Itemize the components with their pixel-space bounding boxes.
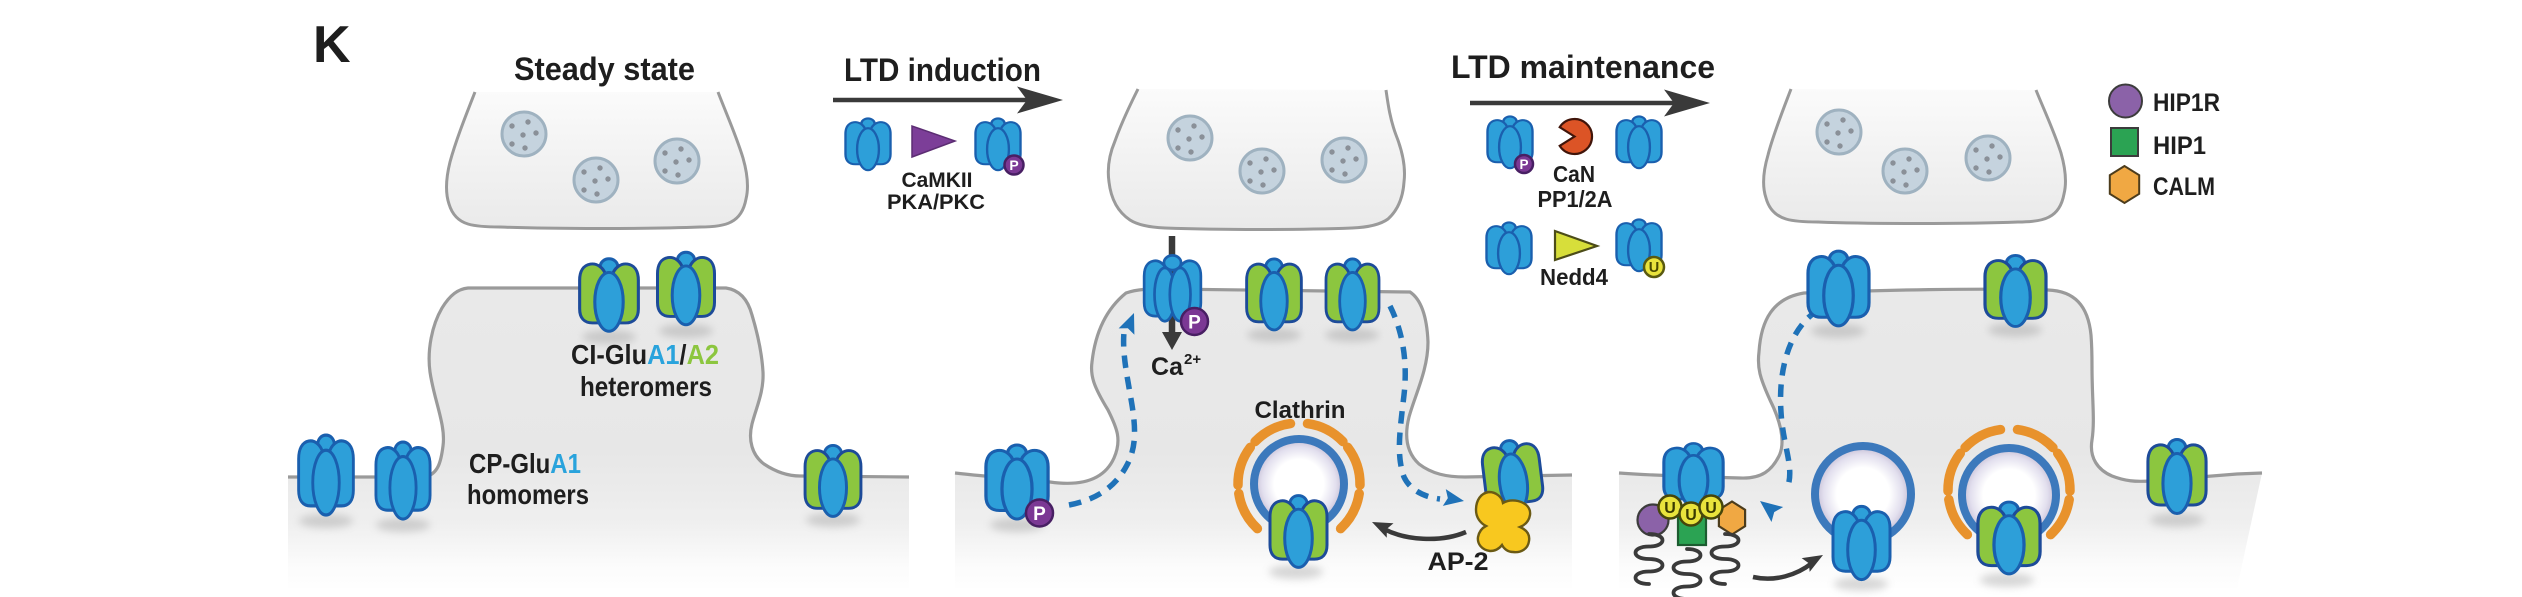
svg-text:LTD maintenance: LTD maintenance <box>1451 49 1715 85</box>
svg-text:CaN: CaN <box>1553 161 1595 187</box>
svg-text:LTD induction: LTD induction <box>844 52 1041 88</box>
svg-text:HIP1R: HIP1R <box>2153 89 2220 117</box>
svg-text:U: U <box>1664 500 1676 517</box>
svg-text:heteromers: heteromers <box>580 371 712 402</box>
svg-text:P: P <box>1188 312 1201 333</box>
svg-text:A1: A1 <box>647 339 679 370</box>
svg-text:P: P <box>1519 157 1528 172</box>
svg-text:CALM: CALM <box>2153 173 2215 201</box>
svg-text:A1: A1 <box>550 448 581 479</box>
svg-text:K: K <box>313 16 351 74</box>
svg-text:P: P <box>1009 157 1018 173</box>
svg-text:U: U <box>1705 500 1717 517</box>
svg-text:Clathrin: Clathrin <box>1255 397 1346 424</box>
svg-text:/: / <box>680 339 687 370</box>
svg-text:Nedd4: Nedd4 <box>1540 264 1608 290</box>
svg-text:U: U <box>1649 260 1659 276</box>
svg-text:CI-Glu: CI-Glu <box>571 339 647 370</box>
svg-text:2+: 2+ <box>1184 351 1201 368</box>
svg-text:P: P <box>1033 504 1046 525</box>
svg-text:Ca: Ca <box>1151 353 1184 381</box>
svg-text:Steady state: Steady state <box>514 51 695 87</box>
svg-text:PKA/PKC: PKA/PKC <box>887 191 985 214</box>
svg-text:PP1/2A: PP1/2A <box>1538 186 1613 212</box>
svg-text:A2: A2 <box>687 339 719 370</box>
svg-text:CaMKII: CaMKII <box>902 169 973 192</box>
svg-text:CP-Glu: CP-Glu <box>469 448 550 479</box>
svg-text:HIP1: HIP1 <box>2153 132 2206 160</box>
svg-text:homomers: homomers <box>467 479 589 510</box>
svg-text:AP-2: AP-2 <box>1428 548 1489 576</box>
svg-text:U: U <box>1685 507 1697 524</box>
